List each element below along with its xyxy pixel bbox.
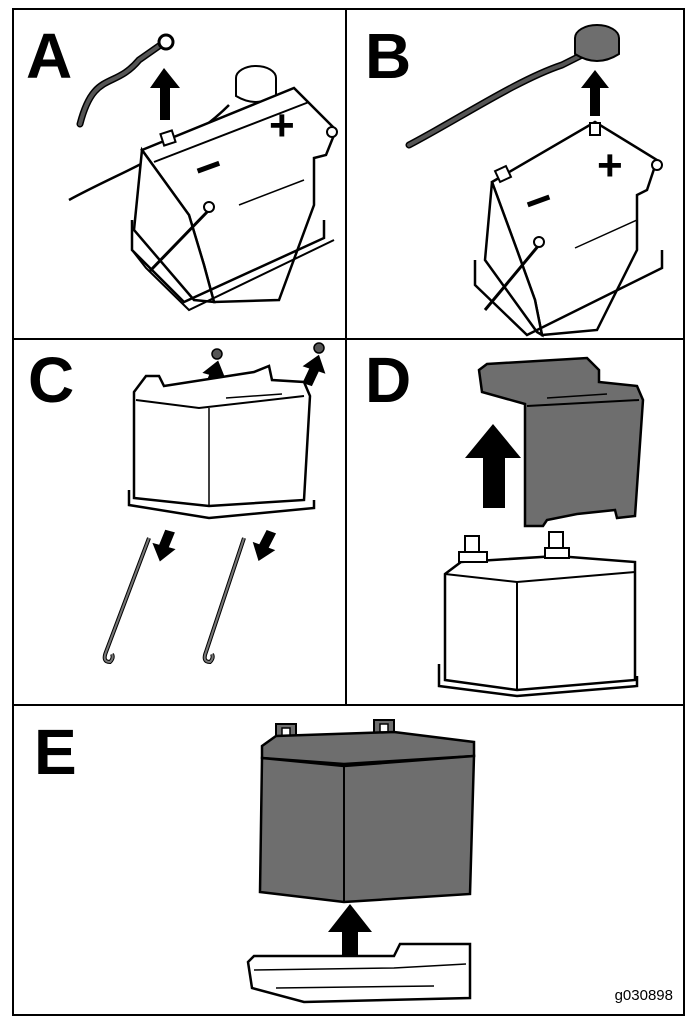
panel-e: E g030898 <box>12 704 685 1016</box>
cable-ring-terminal <box>159 35 173 49</box>
cap-nut <box>212 349 222 359</box>
panel-a: A − <box>12 8 347 340</box>
negative-cable <box>80 46 159 124</box>
positive-symbol: + <box>269 101 295 150</box>
panel-d: D <box>345 338 685 706</box>
panel-a-illustration: − + <box>14 10 349 342</box>
cap-nut <box>314 343 324 353</box>
battery-tray <box>248 944 470 1002</box>
up-arrow-icon <box>465 424 521 508</box>
panel-e-illustration <box>14 706 687 1018</box>
panel-c-illustration <box>14 340 349 708</box>
figure-code: g030898 <box>615 987 673 1004</box>
battery-cover <box>134 366 310 506</box>
battery-body <box>260 756 474 902</box>
battery-body <box>445 556 635 690</box>
positive-symbol: + <box>597 141 623 190</box>
down-arrow-icon <box>148 527 179 564</box>
up-arrow-icon <box>581 70 609 116</box>
panel-c: C <box>12 338 347 706</box>
panel-b-illustration: − + <box>347 10 687 342</box>
panel-d-illustration <box>347 340 687 708</box>
panel-b: B − + <box>345 8 685 340</box>
up-arrow-icon <box>150 68 180 120</box>
down-arrow-icon <box>247 527 280 565</box>
